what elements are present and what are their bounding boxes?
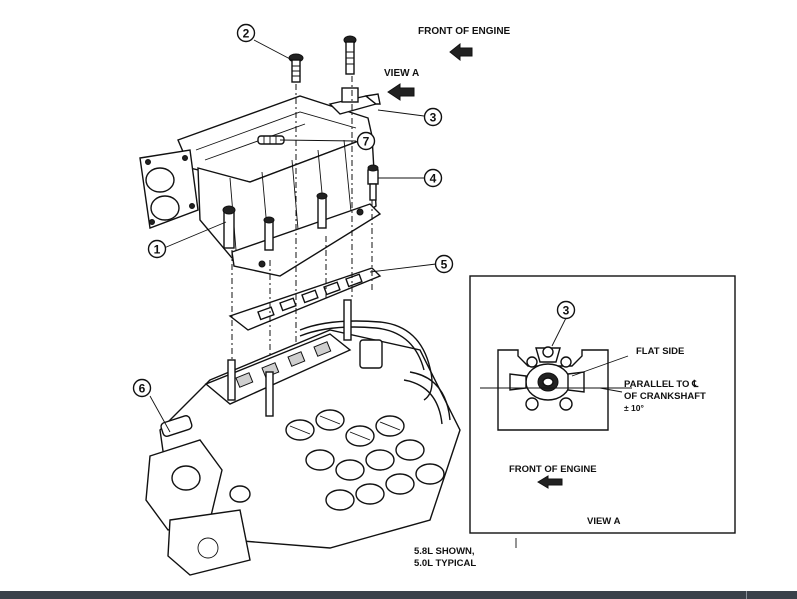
callout-leaders xyxy=(149,39,437,433)
callout-5: 5 xyxy=(434,254,454,274)
flat-side-label: FLAT SIDE xyxy=(636,346,684,357)
callout-2: 2 xyxy=(236,23,256,43)
svg-text:6: 6 xyxy=(139,382,146,396)
view-a-top-label: VIEW A xyxy=(384,68,419,101)
svg-text:3: 3 xyxy=(430,111,437,125)
alignment-lines xyxy=(231,76,373,470)
svg-text:FRONT OF ENGINE: FRONT OF ENGINE xyxy=(418,26,511,37)
svg-text:VIEW A: VIEW A xyxy=(384,68,419,79)
front-of-engine-inset-label: FRONT OF ENGINE xyxy=(509,464,597,475)
bolt-2 xyxy=(288,53,304,83)
front-arrow-inset-icon xyxy=(537,475,563,489)
model-caption: 5.8L SHOWN, 5.0L TYPICAL xyxy=(414,546,476,569)
svg-text:7: 7 xyxy=(363,135,370,149)
bottom-bar-divider xyxy=(746,591,747,599)
callout-1: 1 xyxy=(147,239,167,259)
svg-text:5.8L SHOWN,: 5.8L SHOWN, xyxy=(414,546,475,557)
view-a-arrow-icon xyxy=(387,83,415,101)
callout-3: 3 xyxy=(423,107,443,127)
bottom-bar xyxy=(0,591,797,599)
callout-3-inset: 3 xyxy=(556,300,576,320)
view-a-inset-label: VIEW A xyxy=(587,516,621,527)
sensor-4 xyxy=(367,164,379,201)
valvetrain xyxy=(285,409,445,511)
svg-text:4: 4 xyxy=(430,172,437,186)
svg-text:3: 3 xyxy=(563,304,570,318)
gasket-5 xyxy=(228,267,382,331)
front-of-engine-top-label: FRONT OF ENGINE xyxy=(418,26,511,62)
intake-manifold xyxy=(139,95,382,277)
front-arrow-top-icon xyxy=(449,42,473,62)
parallel-label-line1: PARALLEL TO ℄ xyxy=(624,379,699,390)
engine-block xyxy=(145,299,461,576)
svg-text:1: 1 xyxy=(154,243,161,257)
sensor-top-view xyxy=(509,346,585,411)
fitting-7 xyxy=(257,135,285,145)
callout-6: 6 xyxy=(132,378,152,398)
parallel-label-line3: ± 10° xyxy=(624,403,644,413)
parallel-label-line2: OF CRANKSHAFT xyxy=(624,391,706,402)
sensor-3 xyxy=(328,87,381,115)
stud-bolt xyxy=(343,35,357,75)
callout-7: 7 xyxy=(356,131,376,151)
svg-text:2: 2 xyxy=(243,27,250,41)
callout-4: 4 xyxy=(423,168,443,188)
svg-text:5.0L TYPICAL: 5.0L TYPICAL xyxy=(414,558,476,569)
view-a-inset: 3 FLAT SIDE PARALLEL TO ℄ OF CRANKSHAFT … xyxy=(469,275,736,534)
svg-text:5: 5 xyxy=(441,258,448,272)
